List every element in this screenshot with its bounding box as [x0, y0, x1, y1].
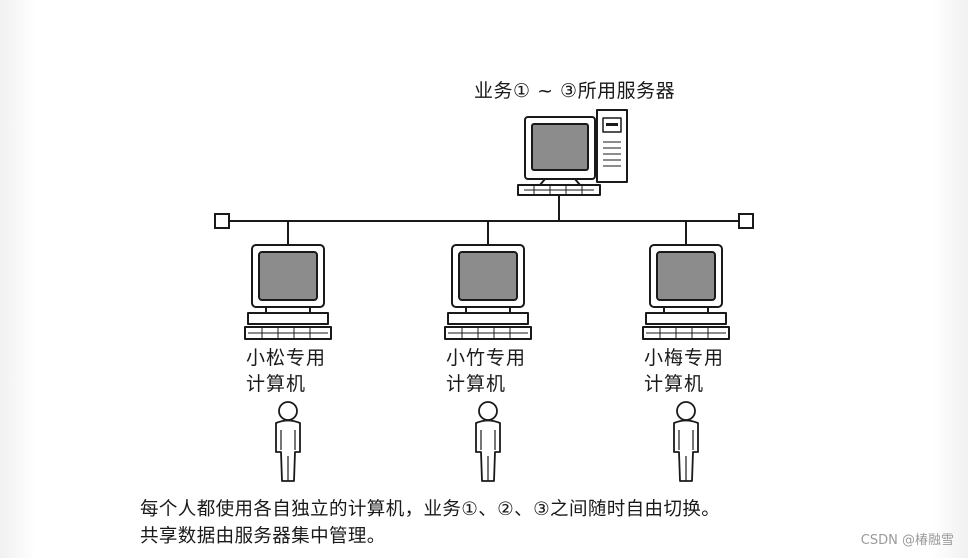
computer-label-line2: 计算机	[644, 373, 705, 395]
left-edge-shade	[0, 0, 36, 558]
computer-1	[244, 244, 332, 340]
computer-2	[444, 244, 532, 340]
csdn-watermark: CSDN @椿融雪	[860, 533, 954, 548]
user-body	[673, 419, 699, 482]
computer-label-2: 小竹专用 计算机	[446, 345, 526, 397]
screen	[258, 251, 318, 301]
system-unit	[447, 312, 529, 325]
computer-label-line2: 计算机	[246, 373, 307, 395]
user-head	[478, 401, 498, 421]
computer-label-3: 小梅专用 计算机	[644, 345, 724, 397]
computer-label-line1: 小松专用	[246, 347, 327, 369]
caption-line-1: 每个人都使用各自独立的计算机，业务①、②、③之间随时自由切换。	[140, 499, 721, 520]
caption-line-2: 共享数据由服务器集中管理。	[140, 526, 386, 547]
user-body	[475, 419, 501, 482]
computer-label-line1: 小梅专用	[644, 347, 725, 369]
user-body	[275, 419, 301, 482]
user-head	[676, 401, 696, 421]
right-edge-shade	[932, 0, 968, 558]
figure-caption: 每个人都使用各自独立的计算机，业务①、②、③之间随时自由切换。 共享数据由服务器…	[140, 496, 720, 550]
network-bus	[214, 195, 754, 245]
server-screen	[531, 123, 589, 171]
computer-3	[642, 244, 730, 340]
computer-label-line2: 计算机	[446, 373, 507, 395]
computer-label-1: 小松专用 计算机	[246, 345, 326, 397]
screen	[458, 251, 518, 301]
user-figure-2	[475, 401, 501, 482]
system-unit	[645, 312, 727, 325]
user-figure-1	[275, 401, 301, 482]
server-computer	[517, 109, 628, 196]
server-label: 业务① ~ ③所用服务器	[474, 80, 676, 102]
user-head	[278, 401, 298, 421]
computer-label-line1: 小竹专用	[446, 347, 527, 369]
screen	[656, 251, 716, 301]
bus-terminator-left	[214, 213, 230, 229]
bus-terminator-right	[738, 213, 754, 229]
user-figure-3	[673, 401, 699, 482]
system-unit	[247, 312, 329, 325]
